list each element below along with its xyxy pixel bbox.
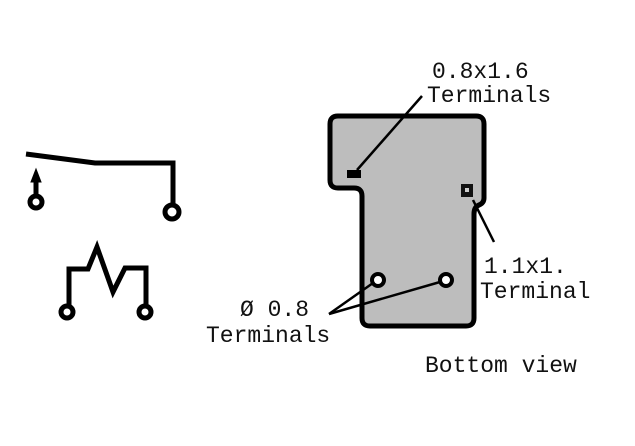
leader-lines	[328, 95, 496, 316]
coil-terminal-right	[136, 303, 154, 321]
round-terminal-word-label: Terminals	[206, 323, 330, 349]
leader-round-left	[328, 281, 374, 316]
leader-round-right	[328, 280, 441, 316]
coil-terminal-left	[58, 303, 76, 321]
fixed-contact-terminal	[27, 193, 45, 211]
round-terminal-right	[438, 272, 454, 288]
round-terminal-left	[370, 272, 386, 288]
contact-arrow-head-icon	[30, 167, 42, 183]
square-terminal-size-label: 1.1x1.	[484, 254, 567, 280]
relay-package-bottom	[327, 113, 487, 329]
package-outline	[327, 113, 487, 329]
rect-terminal-word-label: Terminals	[427, 83, 551, 109]
rect-terminal	[347, 170, 361, 178]
square-terminal-word-label: Terminal	[480, 279, 590, 305]
round-terminal-size-label: Ø 0.8	[240, 297, 309, 323]
square-terminal-center	[465, 188, 469, 192]
switch-contact-symbol	[25, 151, 182, 222]
coil-line	[66, 239, 149, 306]
rect-terminal-size-label: 0.8x1.6	[432, 59, 529, 85]
leader-square-terminal	[471, 199, 496, 243]
leader-rect-terminal	[356, 95, 423, 171]
switch-blade	[25, 151, 176, 205]
coil-symbol	[58, 239, 154, 321]
common-terminal	[162, 202, 182, 222]
bottom-view-caption: Bottom view	[425, 353, 577, 379]
